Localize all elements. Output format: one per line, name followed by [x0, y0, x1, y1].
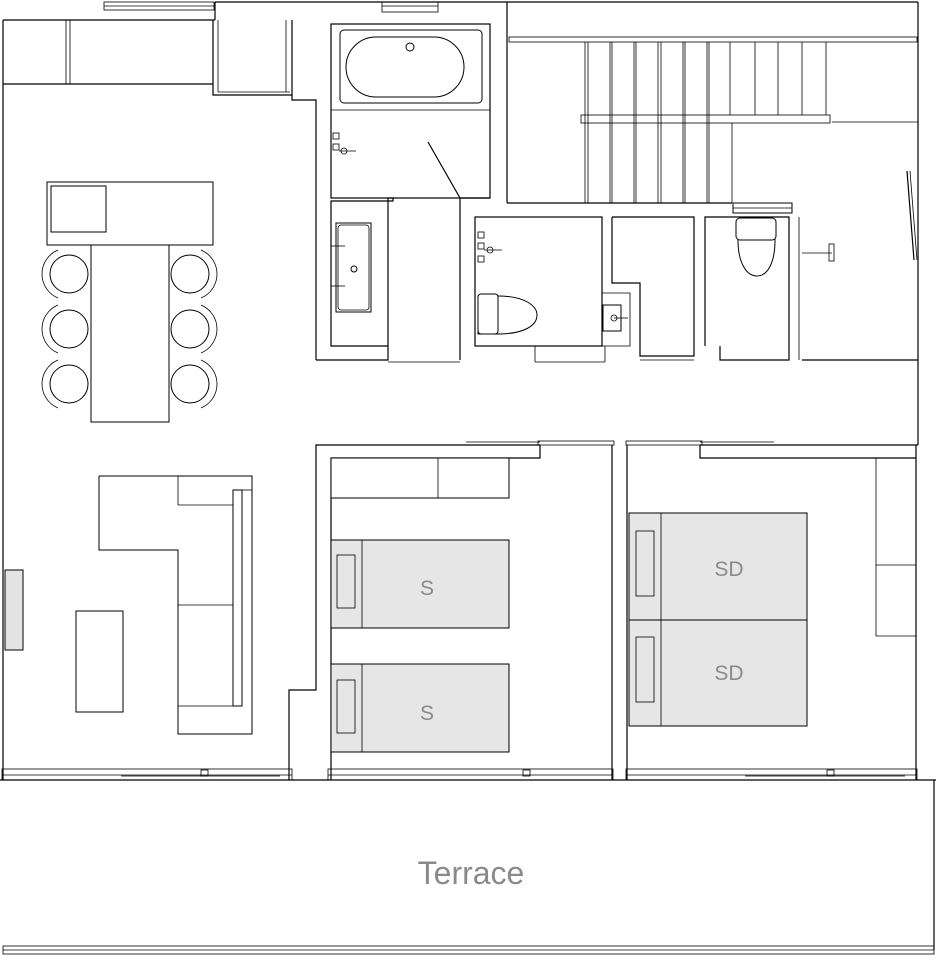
- bed-label-left-bottom: S: [420, 702, 434, 725]
- bedroom-right: [625, 440, 916, 780]
- dining-table: [90, 244, 170, 423]
- terrace-label: Terrace: [418, 855, 525, 891]
- bed-left-bottom: [330, 663, 510, 753]
- tv-unit: [4, 569, 24, 651]
- sofa: [98, 475, 253, 735]
- bed-label-right-bottom: SD: [714, 662, 743, 685]
- wardrobe-left: [330, 457, 510, 499]
- terrace: [0, 779, 936, 955]
- bed-right-bottom: [628, 619, 808, 727]
- top-windows: [103, 1, 439, 13]
- shower-mixer: [332, 132, 356, 155]
- dining-chairs: [41, 249, 218, 409]
- wc1-faucet: [477, 231, 502, 263]
- stair-treads: [584, 42, 827, 203]
- toilet-room-1: [459, 197, 605, 363]
- vanity: [316, 197, 460, 363]
- coffee-table: [75, 610, 124, 713]
- cooktop: [50, 185, 107, 233]
- outer-walls: [2, 1, 919, 780]
- living-area: [3, 20, 540, 780]
- toilet-room-2: [704, 202, 835, 361]
- bedroom-left: [330, 440, 615, 780]
- bed-left-top: [330, 539, 510, 629]
- bed-right-top: [628, 512, 808, 621]
- bottom-windows: [1, 768, 918, 781]
- staircase: [506, 2, 918, 261]
- hand-sink: [602, 216, 695, 362]
- bathroom: [330, 23, 491, 199]
- bed-label-right-top: SD: [714, 558, 743, 581]
- bed-label-left-top: S: [420, 577, 434, 600]
